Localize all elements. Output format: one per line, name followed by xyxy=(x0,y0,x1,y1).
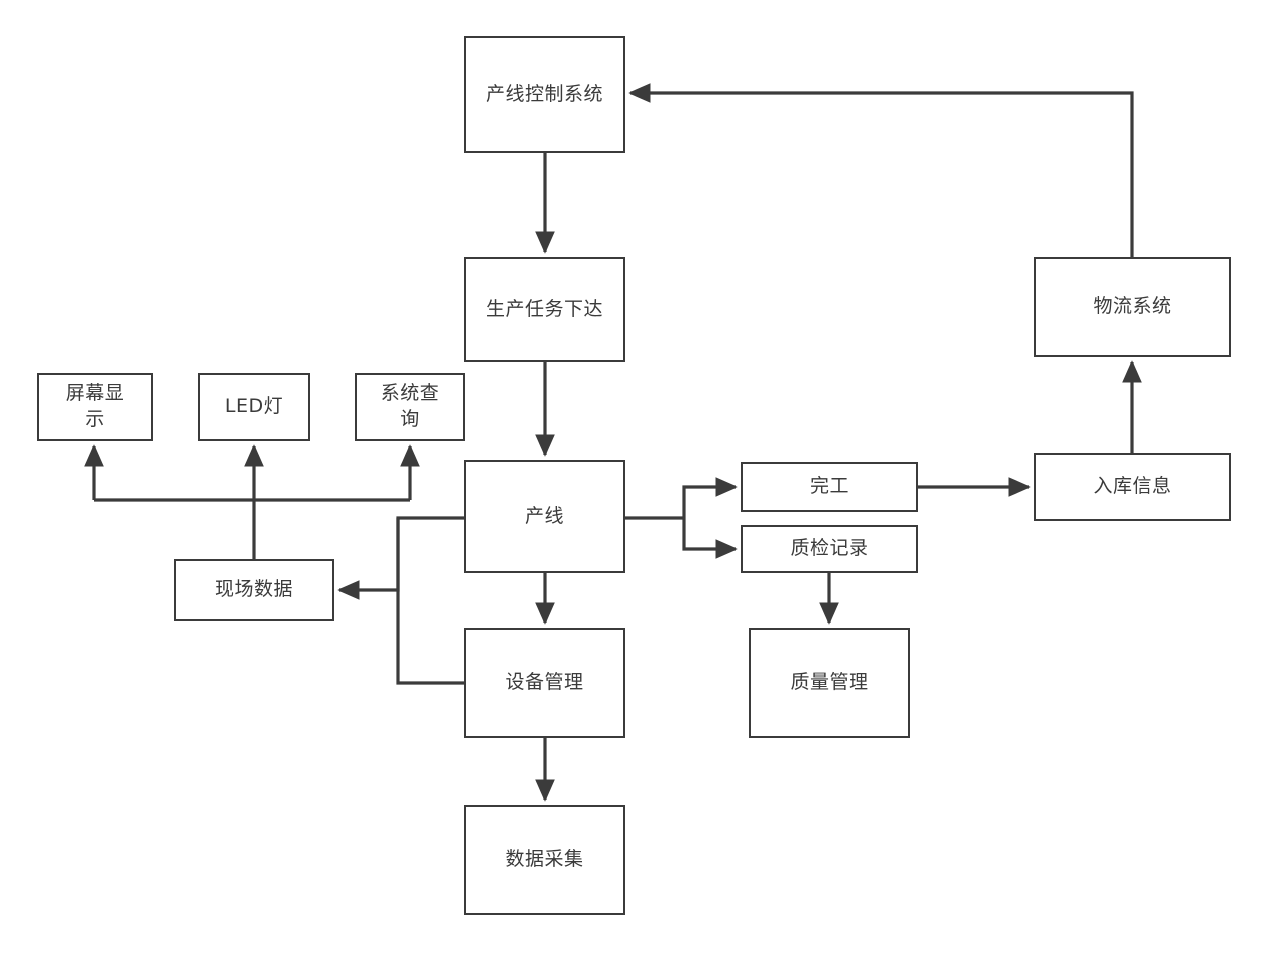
node-quality-management[interactable]: 质量管理 xyxy=(749,628,910,738)
edge-line-to-completion xyxy=(682,477,738,518)
node-equipment-management-label: 设备管理 xyxy=(505,671,584,694)
edge-equipment-branch-left xyxy=(396,518,464,685)
edge-logistics-to-control xyxy=(628,83,1134,257)
node-production-line[interactable]: 产线 xyxy=(464,460,625,573)
node-data-collection[interactable]: 数据采集 xyxy=(464,805,625,915)
node-warehouse-info[interactable]: 入库信息 xyxy=(1034,453,1231,521)
node-led-light[interactable]: LED灯 xyxy=(198,373,310,441)
node-data-collection-label: 数据采集 xyxy=(505,848,584,871)
node-control-system[interactable]: 产线控制系统 xyxy=(464,36,625,153)
node-logistics-system-label: 物流系统 xyxy=(1093,295,1172,318)
node-qc-record[interactable]: 质检记录 xyxy=(741,525,918,573)
node-control-system-label: 产线控制系统 xyxy=(485,82,603,105)
node-production-line-label: 产线 xyxy=(524,504,564,527)
node-logistics-system[interactable]: 物流系统 xyxy=(1034,257,1231,357)
node-qc-record-label: 质检记录 xyxy=(790,537,869,560)
node-completion[interactable]: 完工 xyxy=(741,462,918,512)
edge-line-to-fielddata xyxy=(337,516,464,600)
node-screen-display[interactable]: 屏幕显示 xyxy=(37,373,153,441)
node-field-data[interactable]: 现场数据 xyxy=(174,559,334,621)
node-warehouse-info-label: 入库信息 xyxy=(1093,475,1172,498)
node-task-release[interactable]: 生产任务下达 xyxy=(464,257,625,362)
node-equipment-management[interactable]: 设备管理 xyxy=(464,628,625,738)
node-system-query[interactable]: 系统查询 xyxy=(355,373,465,441)
node-completion-label: 完工 xyxy=(809,475,849,498)
node-quality-management-label: 质量管理 xyxy=(790,671,869,694)
edge-line-to-qcrecord xyxy=(682,518,738,559)
node-task-release-label: 生产任务下达 xyxy=(485,297,603,320)
node-system-query-label: 系统查询 xyxy=(380,382,440,430)
node-field-data-label: 现场数据 xyxy=(214,578,293,601)
node-led-light-label: LED灯 xyxy=(224,395,284,418)
node-screen-display-label: 屏幕显示 xyxy=(65,382,125,430)
